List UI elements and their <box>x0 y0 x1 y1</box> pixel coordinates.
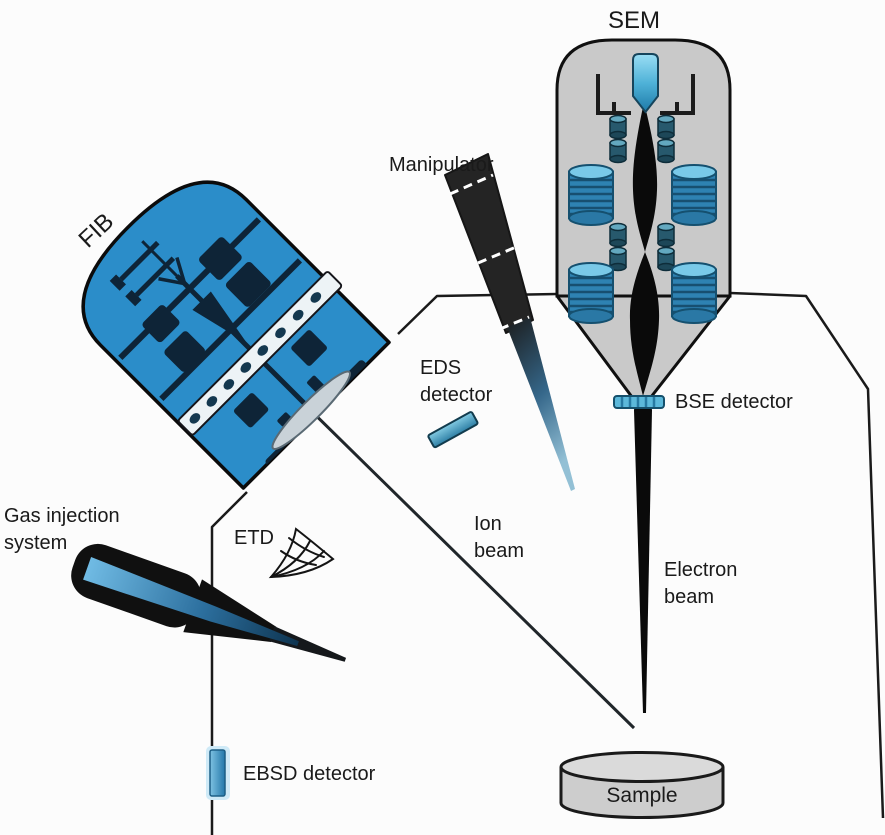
etd-label: ETD <box>234 527 274 549</box>
chamber-wall-right <box>729 291 885 819</box>
anode-brackets <box>596 74 695 115</box>
manipulator-label: Manipulator <box>389 154 494 176</box>
sample-label: Sample <box>606 784 678 807</box>
gas-injection-label: Gas injection system <box>4 505 120 554</box>
bse-detector-label: BSE detector <box>675 391 793 413</box>
electron-beam-lower <box>634 410 652 713</box>
ebsd-detector-bar <box>206 746 230 800</box>
electron-beam-label: Electron beam <box>664 559 738 608</box>
electron-beam-column <box>629 102 660 713</box>
sem-label: SEM <box>608 7 661 34</box>
sem-column <box>555 38 732 713</box>
manipulator <box>444 153 575 491</box>
fib-column <box>81 180 391 490</box>
eds-detector-label: EDS detector <box>420 357 493 406</box>
fib-lens <box>271 370 352 451</box>
sample-stage <box>559 751 725 819</box>
bse-detector <box>613 395 665 409</box>
eds-detector-bar <box>427 411 479 449</box>
manipulator-needle <box>507 317 575 491</box>
gis-needle <box>269 626 347 662</box>
ion-beam-label: Ion beam <box>474 513 525 562</box>
etd-icon <box>268 527 335 579</box>
ion-beam-line <box>290 390 636 730</box>
ebsd-detector-label: EBSD detector <box>243 763 376 785</box>
chamber-wall-left <box>210 491 248 835</box>
fib-aperture-strip <box>177 271 343 436</box>
gas-injection-system <box>71 543 347 662</box>
electron-gun <box>632 53 659 114</box>
